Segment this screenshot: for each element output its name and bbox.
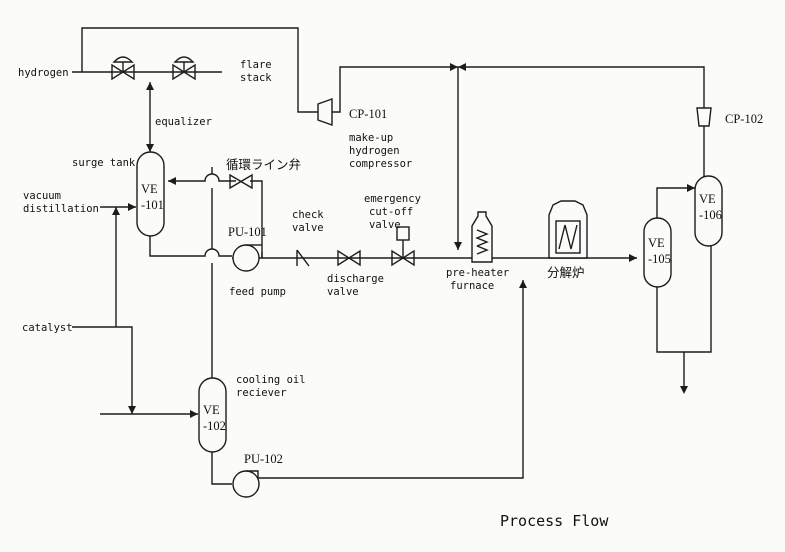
makeup-compressor-label-line3: compressor [349, 158, 412, 170]
ve101-tag-line2: -101 [141, 198, 164, 212]
compressor-cp-102[interactable] [696, 107, 712, 127]
flare-stack-label-line2: stack [240, 72, 272, 84]
equalizer-arrow-up [146, 82, 154, 90]
feed-pump-label: feed pump [229, 286, 286, 298]
vessel-ve-102[interactable] [198, 377, 227, 453]
catalyst-riser-arrow [112, 207, 120, 215]
hydrogen-control-valve-2[interactable] [172, 56, 196, 81]
ve105-tag-line1: VE [648, 236, 665, 250]
catalyst-line [72, 326, 133, 414]
receiver-to-pu102-line [211, 452, 232, 485]
pu101-tag: PU-101 [228, 225, 267, 239]
recycle-line-valve[interactable] [229, 173, 253, 190]
product-outlet-arrow [680, 386, 688, 394]
hydrogen-control-valve-1[interactable] [111, 56, 135, 81]
discharge-valve[interactable] [337, 249, 361, 267]
emergency-valve-label-line3: valve [369, 219, 401, 231]
recycle-line-left [168, 173, 236, 182]
hydrogen-drop-arrow [454, 242, 462, 250]
ve106-tag-line1: VE [699, 192, 716, 206]
surge-tank-label: surge tank [72, 157, 136, 169]
emergency-cutoff-valve[interactable] [391, 226, 415, 267]
recycle-valve-label: 循環ライン弁 [226, 157, 301, 172]
recycle-header-arrow [458, 63, 466, 71]
discharge-valve-label-line2: valve [327, 286, 359, 298]
emergency-valve-label-line2: cut-off [369, 206, 413, 218]
check-valve-label-line1: check [292, 209, 324, 221]
ve105-ve106-top-line [656, 187, 695, 218]
ve102-tag-line2: -102 [203, 419, 226, 433]
ve106-tag-line2: -106 [699, 208, 722, 222]
decomposition-furnace-label: 分解炉 [547, 266, 585, 280]
cp102-tag: CP-102 [725, 112, 763, 126]
ve106-inlet-arrow [687, 184, 695, 192]
pu102-tag: PU-102 [244, 452, 283, 466]
vessel-ve-101[interactable] [136, 151, 165, 237]
flare-stack-label-line1: flare [240, 59, 272, 71]
hydrogen-label: hydrogen [18, 67, 69, 79]
ve102-tag-line1: VE [203, 403, 220, 417]
catalyst-label: catalyst [22, 322, 73, 334]
vacuum-inlet-arrow [128, 203, 136, 211]
recycle-line-right [250, 180, 263, 258]
check-valve[interactable] [296, 249, 310, 267]
preheater-furnace[interactable] [471, 211, 493, 263]
compressor-loop-line [81, 27, 318, 113]
cp101-header-arrow [450, 63, 458, 71]
ve101-tag-line1: VE [141, 182, 158, 196]
pu102-return-arrow [519, 280, 527, 288]
makeup-compressor-label-line1: make-up [349, 132, 393, 144]
equalizer-arrow-down [146, 144, 154, 152]
ve105-tag-line2: -105 [648, 252, 671, 266]
check-valve-label-line2: valve [292, 222, 324, 234]
compressor-cp-101[interactable] [317, 98, 333, 126]
surge-to-pump-line [149, 236, 232, 257]
catalyst-down-arrow [128, 406, 136, 414]
cp101-discharge-line [332, 66, 458, 113]
ve105-inlet-arrow [629, 254, 637, 262]
pump-pu-102[interactable] [232, 470, 260, 498]
makeup-compressor-label-line2: hydrogen [349, 145, 400, 157]
cooling-oil-label-line2: reciever [236, 387, 287, 399]
piping [72, 27, 712, 485]
receiver-inlet-arrow [190, 410, 198, 418]
diagram-caption: Process Flow [500, 512, 609, 530]
preheater-label-line1: pre-heater [446, 267, 509, 279]
decomposition-furnace[interactable] [548, 200, 588, 259]
recycle-return-arrow [168, 177, 176, 185]
cooling-oil-label-line1: cooling oil [236, 374, 306, 386]
discharge-valve-label-line1: discharge [327, 273, 384, 285]
emergency-valve-label-line1: emergency [364, 193, 421, 205]
pump-pu-101[interactable] [232, 244, 263, 272]
vacuum-distillation-label-line1: vacuum [23, 190, 61, 202]
preheater-label-line2: furnace [450, 280, 494, 292]
pu102-return-line [258, 280, 524, 479]
recycle-header-line [458, 66, 705, 108]
cp101-tag: CP-101 [349, 107, 387, 121]
vessel-ve-106[interactable] [694, 175, 723, 247]
vessel-ve-105[interactable] [643, 217, 672, 288]
equalizer-label: equalizer [155, 116, 212, 128]
flow-arrows [112, 63, 695, 418]
vacuum-distillation-label-line2: distillation [23, 203, 99, 215]
